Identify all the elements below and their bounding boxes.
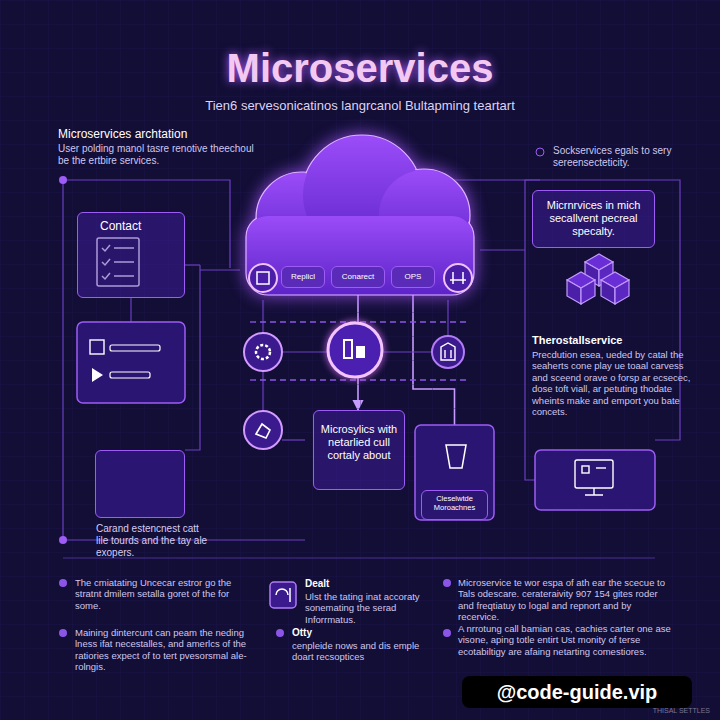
bullet-text: The cmiatating Uncecar estror go the str…: [75, 577, 255, 611]
bullet-text: A nrrotung call bamian cas, cachies cart…: [458, 623, 673, 657]
bullet-text: Ulst the tating inat accoraty sonemating…: [305, 591, 440, 625]
subtitle: Tien6 servesonicatinos langrcanol Bultap…: [0, 98, 720, 114]
section-body: User polding manol tasre renotive theech…: [58, 143, 258, 167]
section-heading: Therostallservice: [532, 334, 702, 347]
process-box: Microsylics with netarlied cull cortaly …: [313, 410, 405, 490]
node-text: OPS: [394, 272, 432, 282]
note-text: Sockservices egals to sery sereensecteti…: [553, 145, 708, 169]
section-body: Precdution esea, ueded by catal the seah…: [532, 349, 700, 417]
node-text: Micrnrvices in mich secallvent pecreal s…: [541, 199, 646, 239]
bullet-text: Microservice te wor espa of ath ear the …: [458, 577, 673, 623]
watermark: THISAL SETTLES: [610, 707, 710, 715]
info-box: Micrnrvices in mich secallvent pecreal s…: [532, 190, 655, 248]
node-text: Replicl: [284, 272, 322, 282]
diagram-title: Microservices: [0, 44, 720, 92]
service-pill: Replicl: [281, 266, 325, 288]
node-text: Microsylics with netarlied cull cortaly …: [320, 423, 398, 463]
section-heading: Microservices archtation: [58, 127, 268, 141]
bullet-heading: Dealt: [305, 578, 435, 590]
monitor-box: Carand estencnest catt lile tourds and t…: [95, 450, 185, 518]
contact-box: Contact: [77, 212, 185, 298]
node-text: Cleselwtde Moroachnes: [424, 494, 485, 512]
service-pill: Conarect: [331, 266, 385, 288]
bullet-heading: Otty: [292, 627, 442, 639]
bullet-text: Maining dintercunt can peam the neding l…: [75, 627, 260, 673]
node-text: Conarect: [334, 272, 382, 282]
bullet-text: cenpleide nows and dis emple doart recso…: [292, 640, 442, 663]
watermark: @code-guide.vip: [462, 676, 692, 708]
node-text: Contact: [100, 219, 176, 233]
tag-box: Cleselwtde Moroachnes: [421, 490, 488, 520]
node-text: Carand estencnest catt lile tourds and t…: [96, 523, 211, 559]
service-pill: OPS: [391, 266, 435, 288]
